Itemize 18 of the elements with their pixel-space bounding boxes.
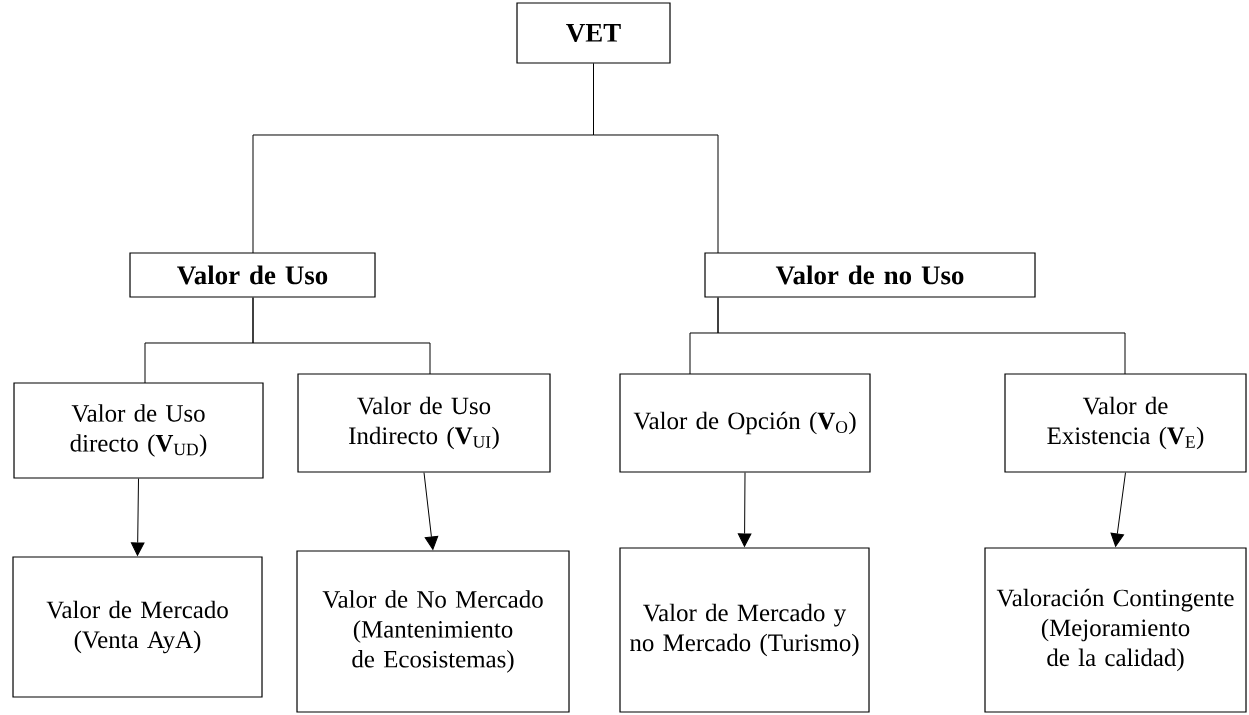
connector-line [593, 63, 719, 254]
value-box: Valor de Uso directo (V$_{UD}$) [13, 382, 264, 479]
value-box: Valoración Contingente (Mejoramiento de la calidad) [984, 547, 1247, 713]
value-box: Valor de Mercado (Venta AyA) [12, 556, 263, 698]
value-box: Valor de No Mercado (Mantenimiento de Ecosistemas) [296, 550, 570, 713]
arrow [423, 472, 439, 550]
category-box: Valor de Uso [129, 252, 376, 298]
value-box: Valor de Uso Indirecto (V$_{UI}$) [297, 373, 551, 473]
value-box: Valor de Opción (V$_{O}$) [619, 373, 871, 473]
value-box: Valor de Existencia (V$_{E}$) [1004, 373, 1247, 473]
connector-line [252, 297, 431, 375]
category-box: Valor de no Uso [704, 252, 1036, 298]
connector-line [717, 297, 1126, 375]
arrow [1110, 472, 1126, 547]
arrow [737, 472, 752, 547]
arrow [130, 478, 145, 556]
category-box: VET [516, 2, 671, 64]
value-box: Valor de Mercado y no Mercado (Turismo) [619, 547, 870, 713]
